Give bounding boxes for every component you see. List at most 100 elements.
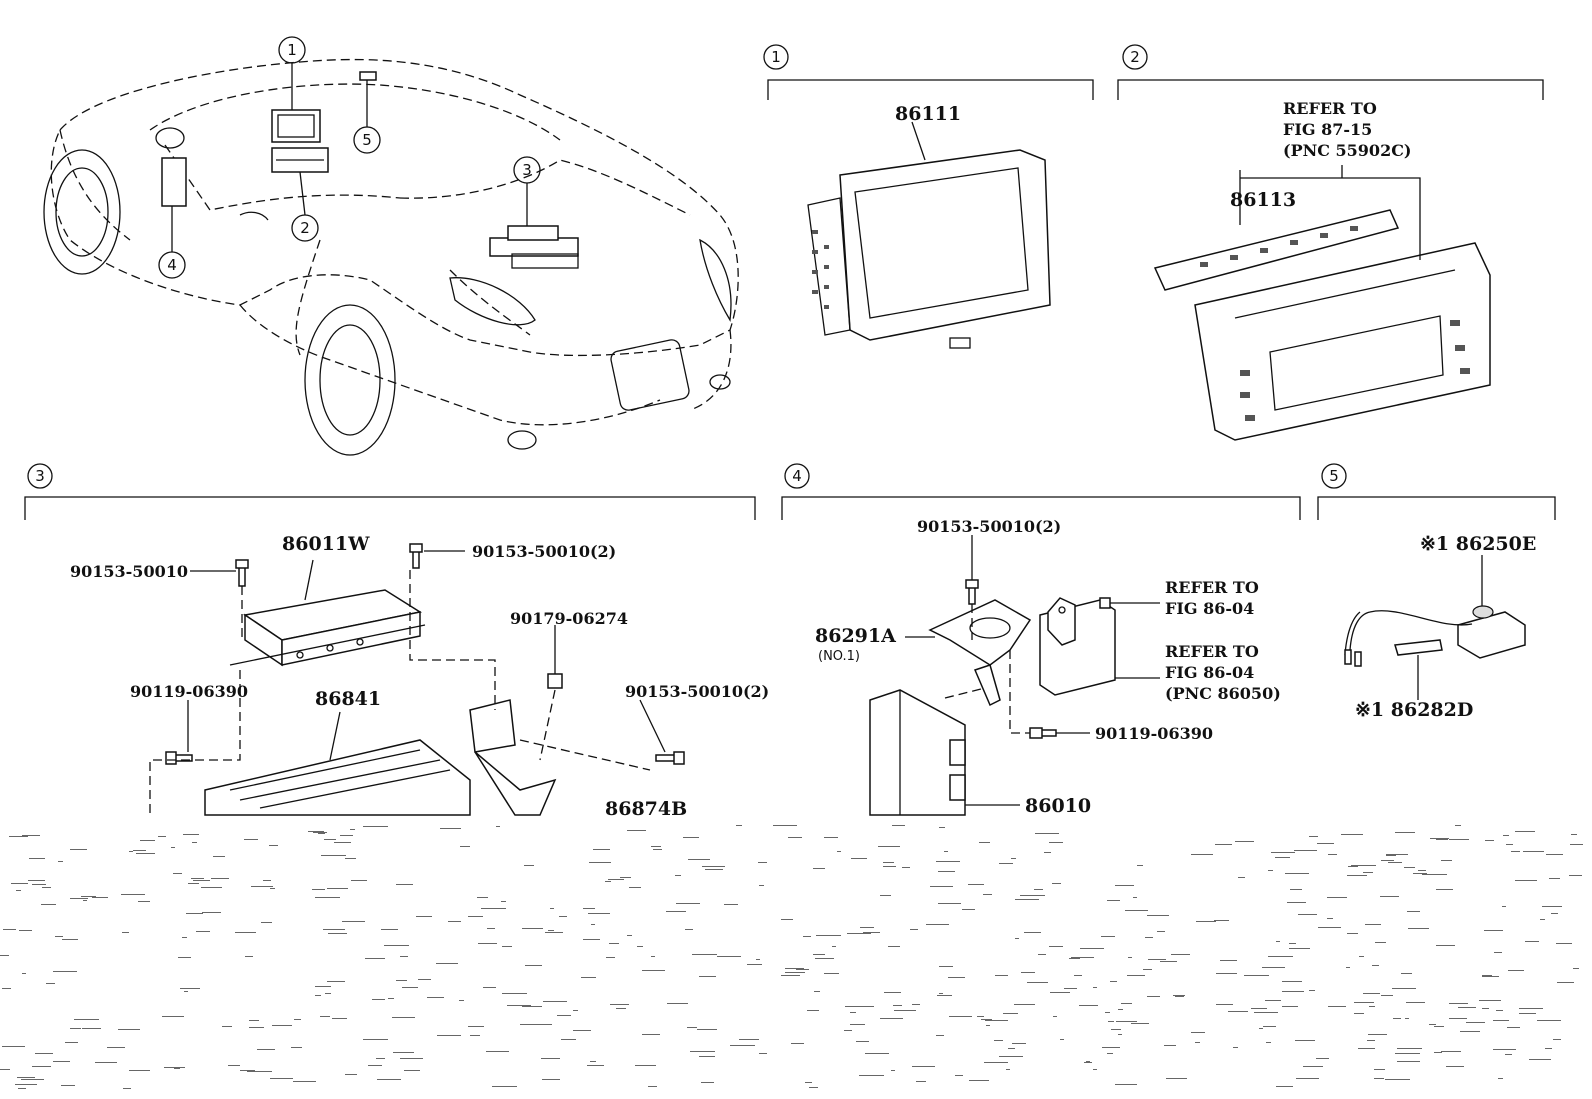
scan-speck xyxy=(1496,1010,1503,1011)
refer-line-2: FIG 87-15 xyxy=(1283,120,1372,139)
scan-speck xyxy=(315,995,321,996)
scan-speck xyxy=(213,856,225,857)
scan-speck xyxy=(270,1078,293,1079)
scan-speck xyxy=(609,943,619,944)
scan-speck xyxy=(816,935,841,936)
scan-speck xyxy=(1519,1008,1542,1009)
scan-speck xyxy=(550,908,554,909)
label-86291A-note: (NO.1) xyxy=(818,649,860,664)
scan-speck xyxy=(938,903,961,904)
scan-speck xyxy=(815,958,834,959)
label-86291A: 86291A xyxy=(815,625,896,647)
scan-speck xyxy=(688,859,710,860)
scan-speck xyxy=(1050,992,1070,993)
scan-speck xyxy=(468,1026,484,1027)
scan-speck xyxy=(1289,948,1310,949)
scan-speck xyxy=(1137,865,1143,866)
scan-speck xyxy=(41,904,56,905)
scan-speck xyxy=(1133,897,1137,898)
scan-speck xyxy=(1071,957,1094,958)
scan-speck xyxy=(251,886,273,887)
scan-speck xyxy=(1173,995,1185,996)
scan-speck xyxy=(1493,1020,1509,1021)
scan-speck xyxy=(1537,1020,1561,1021)
scan-speck xyxy=(930,886,953,887)
scan-speck xyxy=(1386,854,1408,855)
scan-speck xyxy=(1160,961,1177,962)
scan-speck xyxy=(1557,982,1574,983)
scan-speck xyxy=(884,992,901,993)
scan-speck xyxy=(1374,1069,1385,1070)
scan-speck xyxy=(588,913,610,914)
scan-speck xyxy=(1263,1026,1276,1027)
scan-speck xyxy=(1011,858,1016,859)
scan-speck xyxy=(293,1081,316,1082)
scan-speck xyxy=(559,916,567,917)
scan-speck xyxy=(1235,841,1254,842)
scan-speck xyxy=(1259,1028,1263,1029)
scan-speck xyxy=(70,1028,81,1029)
scan-speck xyxy=(22,835,40,836)
label-86011W: 86011W xyxy=(282,533,370,555)
scan-speck xyxy=(1441,1051,1461,1052)
scan-speck xyxy=(739,1039,759,1040)
scan-speck xyxy=(334,842,351,843)
scan-speck xyxy=(1265,1000,1281,1001)
label-90179-06274: 90179-06274 xyxy=(510,609,628,628)
scan-speck xyxy=(1529,1059,1551,1060)
scan-speck xyxy=(1238,877,1245,878)
scan-speck xyxy=(1363,872,1373,873)
scan-speck xyxy=(70,898,88,899)
scan-speck xyxy=(589,862,611,863)
scan-speck xyxy=(365,958,385,959)
scan-speck xyxy=(844,1030,852,1031)
scan-speck xyxy=(1523,851,1544,852)
scan-speck xyxy=(118,1029,140,1030)
scan-speck xyxy=(893,1005,902,1006)
scan-speck xyxy=(1363,993,1380,994)
scan-speck xyxy=(702,866,725,867)
scan-speck xyxy=(83,900,87,901)
scan-speck xyxy=(1479,1000,1501,1001)
scan-speck xyxy=(323,929,345,930)
scan-speck xyxy=(440,828,461,829)
scan-speck xyxy=(1553,1039,1561,1040)
scan-speck xyxy=(1115,1084,1137,1085)
scan-speck xyxy=(1380,896,1399,897)
scan-speck xyxy=(81,896,96,897)
scan-speck xyxy=(1515,831,1535,832)
scan-speck xyxy=(1282,981,1302,982)
label-90153-50010-s4: 90153-50010(2) xyxy=(917,517,1061,536)
scan-speck xyxy=(1316,1058,1329,1059)
label-86010: 86010 xyxy=(1025,795,1091,817)
scan-speck xyxy=(1285,873,1309,874)
scan-speck xyxy=(1084,1062,1092,1063)
scan-speck xyxy=(813,954,825,955)
scan-speck xyxy=(1216,973,1237,974)
scan-speck xyxy=(863,932,880,933)
scan-speck xyxy=(404,1070,420,1071)
scan-speck xyxy=(180,988,200,989)
refer1-line-2: FIG 86-04 xyxy=(1165,599,1254,618)
scan-speck xyxy=(593,849,610,850)
scan-speck xyxy=(1034,889,1043,890)
scan-speck xyxy=(1118,1034,1122,1035)
scan-speck xyxy=(1317,843,1334,844)
section-4-bracket-ecu xyxy=(781,463,1301,816)
scan-speck xyxy=(1484,930,1503,931)
label-86250E: ※1 86250E xyxy=(1420,533,1536,555)
scan-speck xyxy=(926,924,949,925)
scan-speck xyxy=(1449,1003,1468,1004)
scan-speck xyxy=(501,901,506,902)
scan-speck xyxy=(627,830,646,831)
scan-speck xyxy=(247,1071,272,1072)
scan-speck xyxy=(211,878,229,879)
scan-speck xyxy=(183,834,199,835)
scan-speck xyxy=(1074,975,1082,976)
scan-speck xyxy=(313,832,327,833)
scan-speck xyxy=(955,1075,963,1076)
scan-speck xyxy=(470,1035,480,1036)
scan-speck xyxy=(758,862,767,863)
scan-speck xyxy=(42,887,51,888)
